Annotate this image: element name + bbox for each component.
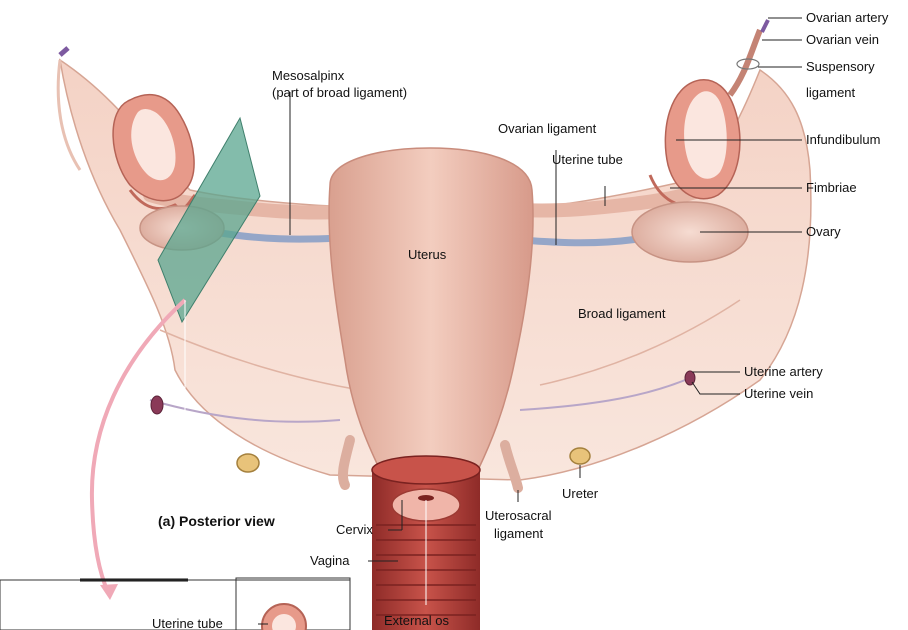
label-uterine-vein: Uterine vein [744, 386, 813, 401]
label-ureter: Ureter [562, 486, 599, 501]
label-uterine-artery: Uterine artery [744, 364, 823, 379]
label-uterosacral-1: Uterosacral [485, 508, 552, 523]
right-ureter [570, 448, 590, 464]
label-ovarian-artery: Ovarian artery [806, 10, 889, 25]
label-ovarian-vein: Ovarian vein [806, 32, 879, 47]
panel-caption: (a) Posterior view [158, 513, 275, 529]
label-infundibulum: Infundibulum [806, 132, 880, 147]
left-uterosacral-fold [343, 440, 350, 485]
label-uterus: Uterus [408, 247, 447, 262]
left-vessel-stub [60, 48, 68, 55]
label-external-os: External os [384, 613, 450, 628]
label-inset-uterine-tube: Uterine tube [152, 616, 223, 630]
label-uterosacral-2: ligament [494, 526, 544, 541]
label-suspensory-2: ligament [806, 85, 856, 100]
label-vagina: Vagina [310, 553, 350, 568]
left-ureter [237, 454, 259, 472]
right-infundibulum-inner [684, 91, 727, 178]
label-ovarian-ligament: Ovarian ligament [498, 121, 597, 136]
label-uterine-tube: Uterine tube [552, 152, 623, 167]
ovarian-vessel-stub [762, 20, 768, 32]
label-mesosalpinx-2: (part of broad ligament) [272, 85, 407, 100]
label-suspensory-1: Suspensory [806, 59, 875, 74]
label-cervix: Cervix [336, 522, 373, 537]
left-uterine-vessels [151, 396, 163, 414]
inset-arrow-head [100, 584, 118, 600]
vaginal-opening-rim [372, 456, 480, 484]
right-uterine-vessels [685, 371, 695, 385]
label-broad-ligament: Broad ligament [578, 306, 666, 321]
label-mesosalpinx-1: Mesosalpinx [272, 68, 345, 83]
label-ovary: Ovary [806, 224, 841, 239]
label-fimbriae: Fimbriae [806, 180, 857, 195]
